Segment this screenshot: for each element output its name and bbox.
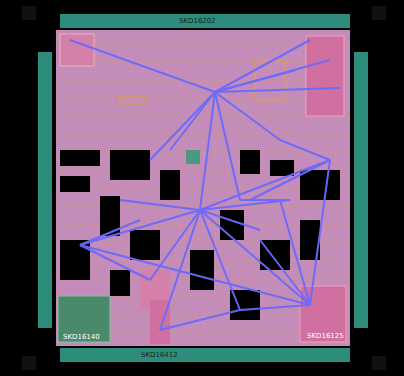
block-label: SKD16140 (62, 333, 101, 341)
block-label: SKD16125 (306, 332, 345, 340)
block-label: SKD16412 (140, 351, 179, 359)
block-label: SKD16202 (178, 17, 217, 25)
